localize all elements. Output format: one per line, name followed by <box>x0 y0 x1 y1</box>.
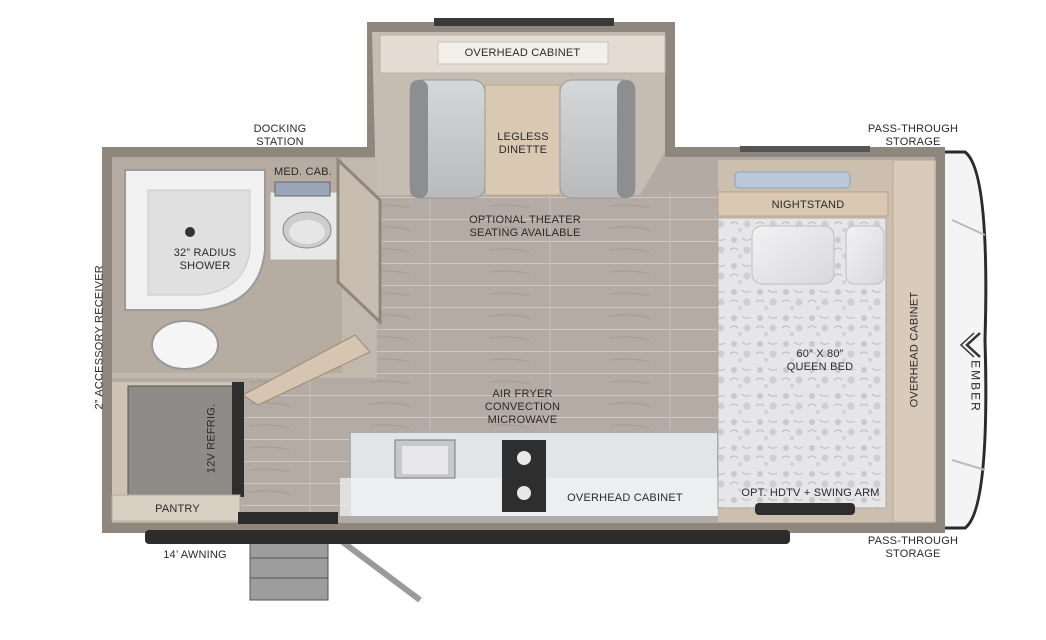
pillow-2 <box>845 225 885 285</box>
bath-door <box>242 334 371 406</box>
brand-logo-text: EMBER <box>968 360 983 413</box>
label-station: STATION <box>256 136 304 148</box>
label-microwave-name: MICROWAVE <box>487 414 558 426</box>
label-shower-name: SHOWER <box>179 260 231 272</box>
pillow-1 <box>751 225 835 285</box>
overhead-cabinet-right <box>892 159 936 523</box>
nightstand <box>717 191 889 217</box>
label-bed-size: 60” X 80” <box>796 348 844 360</box>
label-docking: DOCKING <box>253 123 307 135</box>
label-theater-seating: OPTIONAL THEATER SEATING AVAILABLE <box>455 214 595 240</box>
toilet <box>151 320 219 370</box>
label-storage-2: STORAGE <box>885 548 941 560</box>
label-pass-through-top: PASS-THROUGH STORAGE <box>858 123 968 149</box>
refrigerator <box>127 385 234 497</box>
label-theater-2: SEATING AVAILABLE <box>469 227 581 239</box>
label-storage-1: STORAGE <box>885 136 941 148</box>
label-overhead-cabinet-bottom: OVERHEAD CABINET <box>567 492 683 504</box>
label-hdtv: OPT. HDTV + SWING ARM <box>741 487 880 499</box>
entry-steps <box>249 539 329 601</box>
label-queen-bed: 60” X 80” QUEEN BED <box>770 348 870 374</box>
label-awning: 14’ AWNING <box>163 549 227 561</box>
label-legless-dinette: LEGLESS DINETTE <box>480 131 566 157</box>
label-overhead-cabinet-top: OVERHEAD CABINET <box>464 47 581 59</box>
label-legless: LEGLESS <box>497 131 549 143</box>
label-pass-through-1: PASS-THROUGH <box>867 123 959 135</box>
med-cabinet <box>274 181 331 197</box>
ember-logo <box>959 332 981 358</box>
label-pass-through-bottom: PASS-THROUGH STORAGE <box>858 535 968 561</box>
label-shower: 32” RADIUS SHOWER <box>160 247 250 273</box>
label-shower-size: 32” RADIUS <box>173 247 237 259</box>
label-pantry: PANTRY <box>155 503 200 515</box>
front-cap <box>933 150 988 530</box>
entry-door <box>238 512 338 524</box>
label-nightstand: NIGHTSTAND <box>771 199 845 211</box>
label-bed-name: QUEEN BED <box>786 361 854 373</box>
label-microwave: AIR FRYER CONVECTION MICROWAVE <box>465 388 580 427</box>
label-air-fryer: AIR FRYER <box>492 388 553 400</box>
label-accessory-receiver: 2” ACCESSORY RECEIVER <box>93 265 106 410</box>
label-theater-1: OPTIONAL THEATER <box>469 214 581 226</box>
label-refrig: 12V REFRIG. <box>205 403 218 474</box>
label-convection: CONVECTION <box>484 401 561 413</box>
awning-bar <box>145 530 790 544</box>
label-docking-station: DOCKING STATION <box>240 123 320 149</box>
cooktop <box>502 440 546 512</box>
label-overhead-cabinet-right: OVERHEAD CABINET <box>908 291 921 408</box>
label-med-cab: MED. CAB. <box>273 166 333 178</box>
label-pass-through-2: PASS-THROUGH <box>867 535 959 547</box>
label-dinette: DINETTE <box>498 144 548 156</box>
